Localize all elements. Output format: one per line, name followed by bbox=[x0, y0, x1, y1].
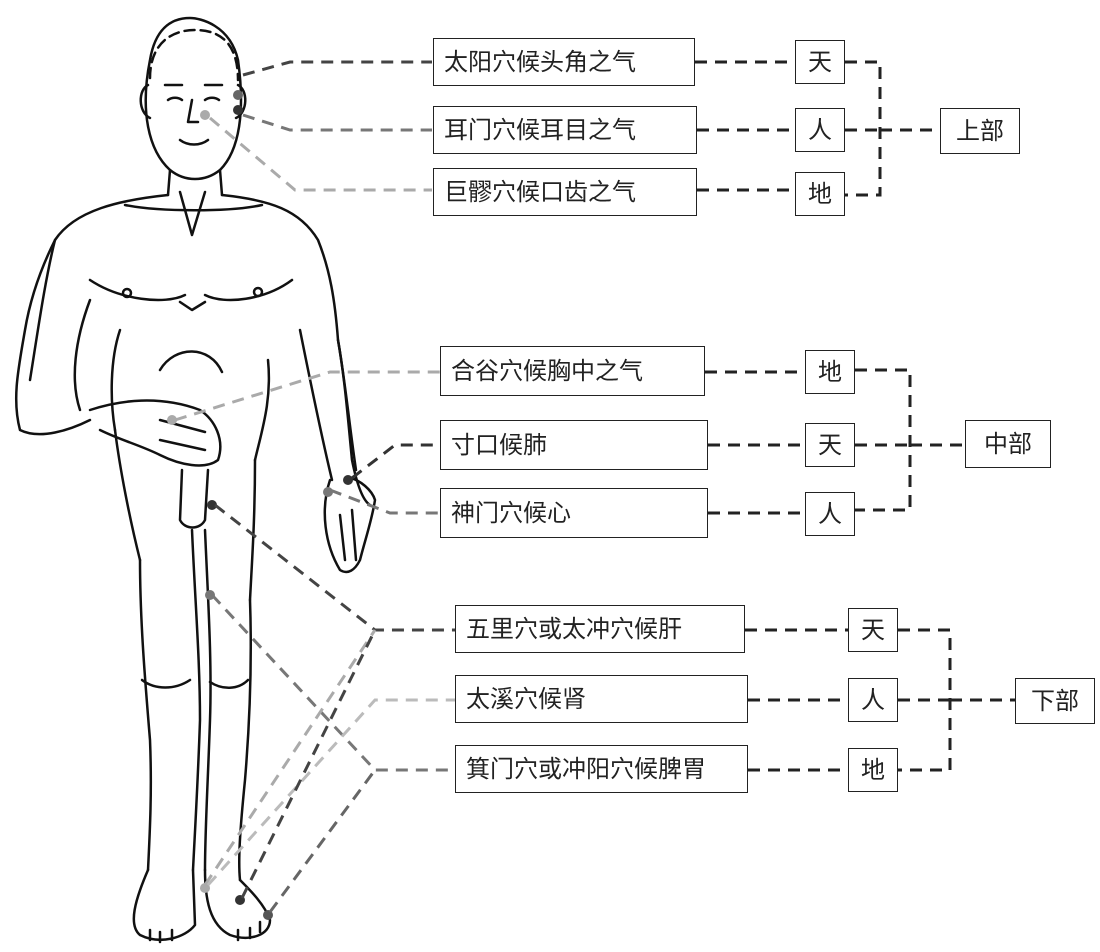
bracket-connectors bbox=[695, 60, 1015, 772]
acupoint-box-upper-2: 耳门穴候耳目之气 bbox=[433, 106, 697, 154]
group-box-upper: 上部 bbox=[940, 108, 1020, 154]
level-box-upper-2: 人 bbox=[795, 108, 845, 152]
acupoint-box-middle-3: 神门穴候心 bbox=[440, 488, 708, 538]
human-body-figure-icon bbox=[14, 16, 377, 944]
acupoint-box-lower-3: 箕门穴或冲阳穴候脾胃 bbox=[455, 745, 748, 793]
leader-lines bbox=[174, 60, 455, 913]
acupoint-box-middle-1: 合谷穴候胸中之气 bbox=[440, 346, 705, 396]
level-box-lower-3: 地 bbox=[848, 748, 898, 792]
acupoint-box-middle-2: 寸口候肺 bbox=[440, 420, 708, 470]
level-box-middle-2: 天 bbox=[805, 423, 855, 467]
group-box-lower: 下部 bbox=[1015, 678, 1095, 724]
acupoint-box-upper-3: 巨髎穴候口齿之气 bbox=[433, 168, 697, 216]
level-box-lower-2: 人 bbox=[848, 678, 898, 722]
level-box-lower-1: 天 bbox=[848, 608, 898, 652]
level-box-middle-3: 人 bbox=[805, 492, 855, 536]
level-box-middle-1: 地 bbox=[805, 350, 855, 394]
acupoint-box-upper-1: 太阳穴候头角之气 bbox=[433, 38, 695, 86]
level-box-upper-1: 天 bbox=[795, 40, 845, 84]
acupoint-box-lower-2: 太溪穴候肾 bbox=[455, 675, 748, 723]
level-box-upper-3: 地 bbox=[795, 172, 845, 216]
group-box-middle: 中部 bbox=[965, 420, 1051, 468]
acupoint-box-lower-1: 五里穴或太冲穴候肝 bbox=[455, 605, 745, 653]
